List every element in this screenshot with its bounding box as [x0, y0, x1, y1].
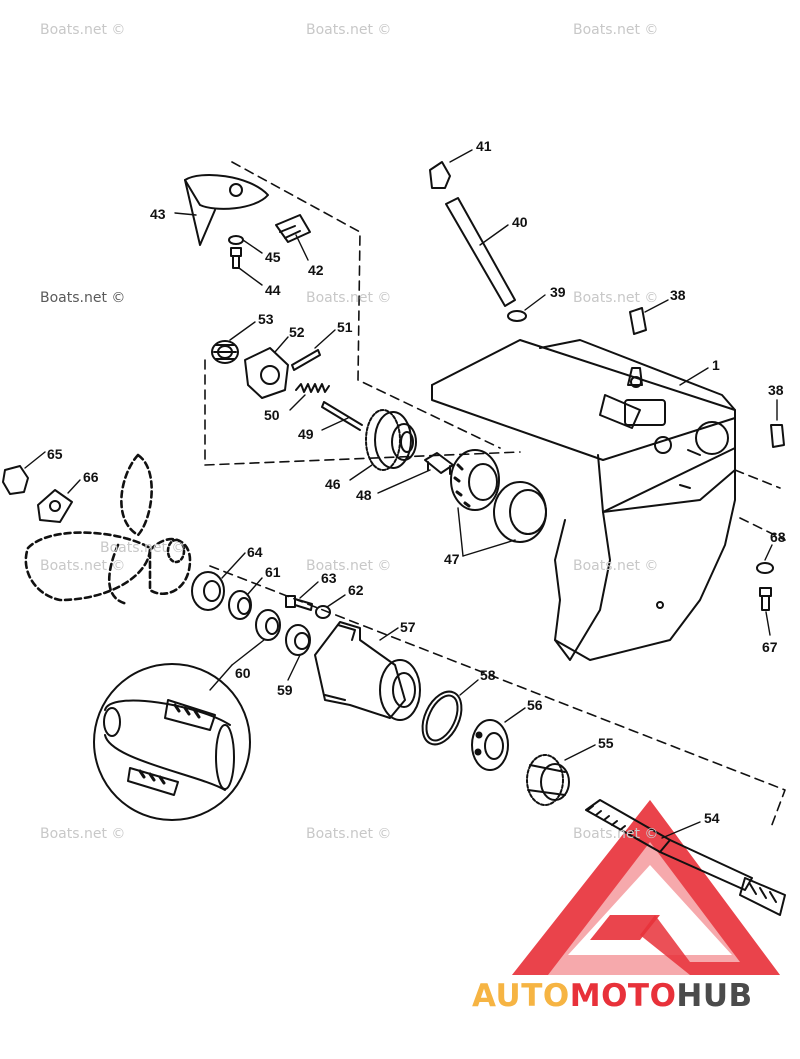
part-label: 43	[150, 206, 166, 222]
part-56-ball-bearing	[471, 719, 509, 771]
part-label: 48	[356, 487, 372, 503]
watermark: Boats.net ©	[306, 826, 392, 842]
part-66-tab-washer	[37, 489, 73, 523]
automotohub-logo-mark	[512, 800, 780, 975]
watermark: Boats.net ©	[40, 290, 126, 306]
watermark: Boats.net ©	[306, 290, 392, 306]
part-label: 49	[298, 426, 314, 442]
part-label: 45	[265, 249, 281, 265]
watermark: Boats.net ©	[573, 826, 659, 842]
watermark: Boats.net ©	[306, 22, 392, 38]
leader-lines	[24, 149, 778, 839]
part-41-grommet	[429, 161, 451, 189]
watermark: Boats.net ©	[40, 22, 126, 38]
part-45-washer	[228, 235, 244, 245]
part-58-o-ring	[421, 690, 463, 746]
part-label: 62	[348, 582, 364, 598]
logo-text-auto: AUTO	[472, 978, 570, 1014]
watermark: Boats.net ©	[40, 558, 126, 574]
part-55-forward-gear	[526, 754, 570, 806]
part-label: 39	[550, 284, 566, 300]
part-47-bearing-cup	[493, 481, 547, 543]
watermark: Boats.net ©	[573, 290, 659, 306]
part-57-bearing-carrier	[314, 621, 421, 721]
part-38-plug-upper	[629, 307, 647, 335]
part-label: 46	[325, 476, 341, 492]
automotohub-logo-text: AUTOMOTOHUB	[472, 978, 753, 1014]
part-label: 44	[265, 282, 281, 298]
part-68-washer	[756, 562, 774, 574]
part-label: 38	[768, 382, 784, 398]
part-67-screw	[759, 587, 772, 611]
part-60-bearing	[255, 609, 281, 641]
part-label: 1	[712, 357, 720, 373]
gearcase-housing	[431, 339, 736, 661]
part-38-plug-lower	[770, 424, 785, 448]
part-47-bearing-cone	[450, 449, 500, 511]
part-42-anode	[275, 214, 311, 243]
part-65-prop-nut	[2, 465, 29, 495]
part-label: 67	[762, 639, 778, 655]
part-label: 56	[527, 697, 543, 713]
propeller-outline	[24, 453, 192, 606]
part-label: 50	[264, 407, 280, 423]
part-44-screw	[230, 247, 242, 269]
part-label: 59	[277, 682, 293, 698]
part-label: 66	[83, 469, 99, 485]
part-label: 53	[258, 311, 274, 327]
watermark: Boats.net ©	[306, 558, 392, 574]
part-label: 38	[670, 287, 686, 303]
watermark: Boats.net ©	[100, 540, 186, 556]
part-label: 68	[770, 529, 786, 545]
watermark: Boats.net ©	[573, 558, 659, 574]
logo-text-moto: MOTO	[569, 978, 677, 1014]
part-59-bearing	[285, 624, 311, 656]
part-label: 42	[308, 262, 324, 278]
part-label: 51	[337, 319, 353, 335]
part-label: 57	[400, 619, 416, 635]
part-label: 58	[480, 667, 496, 683]
part-label: 54	[704, 810, 720, 826]
part-46-reverse-gear	[365, 409, 417, 471]
part-49-shift-rod	[321, 401, 363, 431]
part-61-needle-bearing	[228, 590, 252, 620]
part-39-o-ring	[507, 310, 527, 322]
part-52-dog-clutch	[244, 347, 289, 399]
part-50-spring	[295, 383, 330, 393]
part-64-oil-seal	[191, 571, 225, 611]
logo-text-hub: HUB	[676, 978, 753, 1014]
part-label: 64	[247, 544, 263, 560]
dashed-assembly-lines	[204, 161, 786, 831]
part-label: 60	[235, 665, 251, 681]
watermark: Boats.net ©	[40, 826, 126, 842]
part-label: 52	[289, 324, 305, 340]
part-label: 63	[321, 570, 337, 586]
part-48-roller-bearing	[424, 452, 454, 475]
watermark: Boats.net ©	[573, 22, 659, 38]
part-label: 65	[47, 446, 63, 462]
part-54-propeller-shaft	[585, 799, 786, 916]
part-43-trim-tab	[184, 174, 269, 246]
part-63-screw	[285, 595, 313, 611]
part-label: 41	[476, 138, 492, 154]
part-label: 61	[265, 564, 281, 580]
bearing-detail-inset	[93, 663, 251, 821]
part-label: 55	[598, 735, 614, 751]
part-62-washer	[315, 605, 331, 619]
part-40-water-tube	[445, 197, 516, 307]
part-label: 40	[512, 214, 528, 230]
part-label: 47	[444, 551, 460, 567]
part-53-spring	[211, 340, 239, 364]
part-51-cross-pin	[291, 349, 321, 371]
